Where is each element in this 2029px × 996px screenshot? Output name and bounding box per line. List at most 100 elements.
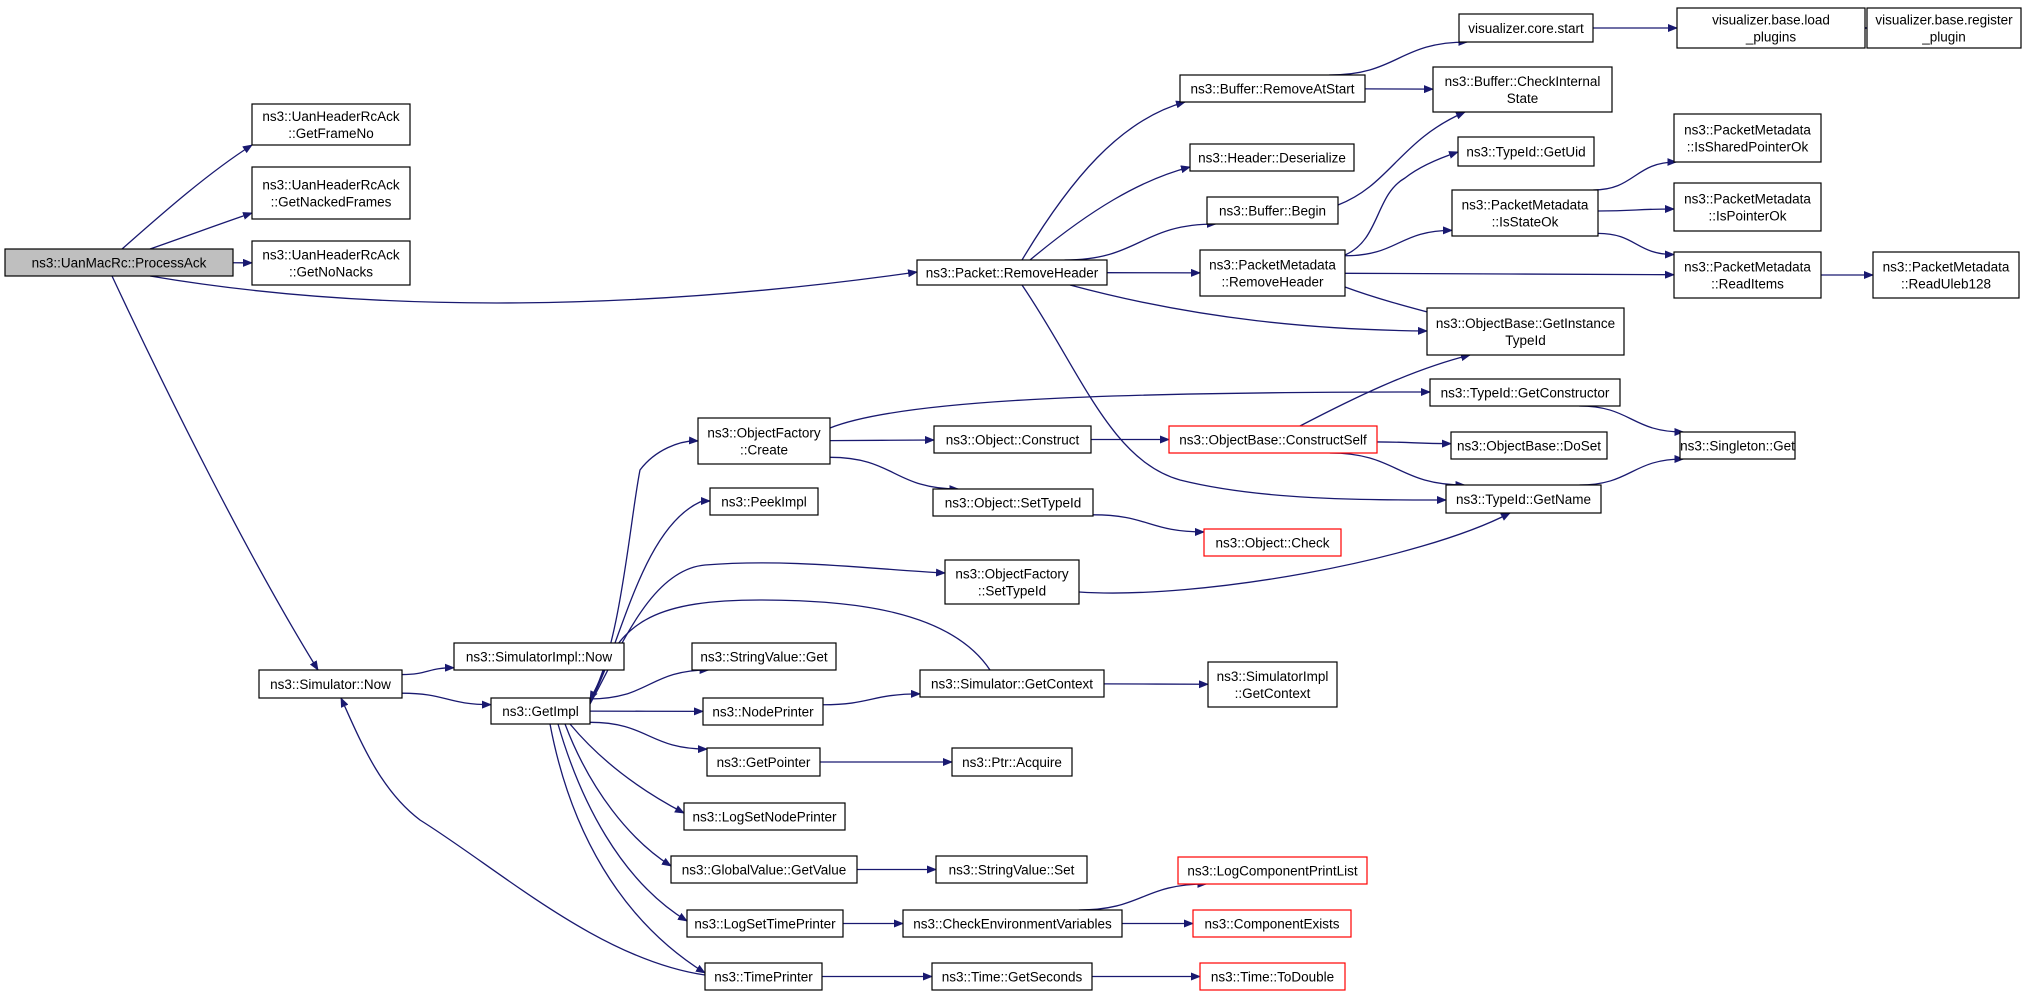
root-function-node[interactable]: ns3::UanMacRc::ProcessAck [4, 248, 234, 277]
node-label: ns3::TimePrinter [714, 970, 813, 985]
function-node[interactable]: ns3::ObjectBase::ConstructSelf [1168, 425, 1378, 454]
function-node[interactable]: ns3::TypeId::GetConstructor [1429, 378, 1621, 407]
function-node[interactable]: ns3::TypeId::GetUid [1457, 136, 1595, 167]
node-box [258, 669, 403, 699]
function-node[interactable]: ns3::Time::ToDouble [1199, 962, 1346, 991]
function-node[interactable]: ns3::NodePrinter [702, 697, 824, 726]
node-box [1673, 113, 1822, 163]
call-edge [1337, 111, 1466, 206]
function-node[interactable]: ns3::UanHeaderRcAck::GetNoNacks [251, 240, 411, 286]
call-edge [569, 723, 685, 814]
function-node[interactable]: ns3::SimulatorImpl::GetContext [1207, 661, 1338, 708]
node-box [251, 240, 411, 286]
function-node[interactable]: ns3::LogSetTimePrinter [686, 909, 844, 938]
function-node[interactable]: ns3::LogComponentPrintList [1177, 856, 1368, 885]
function-node[interactable]: ns3::PeekImpl [709, 487, 819, 516]
node-label: visualizer.base.load [1712, 13, 1830, 28]
function-node[interactable]: ns3::StringValue::Set [935, 855, 1088, 884]
function-node[interactable]: ns3::PacketMetadata::IsPointerOk [1673, 182, 1822, 232]
function-node[interactable]: ns3::SimulatorImpl::Now [453, 642, 625, 671]
node-label: ns3::Ptr::Acquire [962, 755, 1062, 770]
function-node[interactable]: ns3::StringValue::Get [691, 642, 837, 671]
function-node[interactable]: ns3::Time::GetSeconds [931, 962, 1093, 991]
call-edge [1092, 514, 1205, 536]
node-label: ns3::Object::Check [1215, 536, 1329, 551]
function-node[interactable]: ns3::Simulator::Now [258, 669, 403, 699]
node-label: ns3::TypeId::GetConstructor [1441, 386, 1610, 401]
node-label: ns3::Object::Construct [946, 433, 1080, 448]
call-edge [589, 562, 946, 705]
node-box [1203, 528, 1342, 557]
function-node[interactable]: ns3::Singleton::Get [1679, 431, 1796, 460]
node-box [1426, 307, 1625, 356]
node-label: ns3::Header::Deserialize [1198, 151, 1346, 166]
function-node[interactable]: ns3::LogSetNodePrinter [683, 802, 846, 831]
call-edge [340, 697, 706, 976]
function-node[interactable]: ns3::ComponentExists [1192, 909, 1352, 938]
function-node[interactable]: ns3::ObjectFactory::SetTypeId [944, 559, 1080, 605]
node-box [1429, 378, 1621, 407]
node-box [686, 909, 844, 938]
function-node[interactable]: ns3::PacketMetadata::RemoveHeader [1199, 249, 1346, 297]
function-node[interactable]: ns3::Object::Check [1203, 528, 1342, 557]
node-label: ns3::UanHeaderRcAck [262, 178, 400, 193]
node-label: ::ReadItems [1711, 277, 1784, 292]
function-node[interactable]: ns3::PacketMetadata::IsSharedPointerOk [1673, 113, 1822, 163]
node-box [1177, 856, 1368, 885]
function-node[interactable]: ns3::TimePrinter [704, 962, 823, 991]
node-label: ::GetNackedFrames [271, 195, 392, 210]
call-edge [1021, 284, 1447, 504]
node-label: ns3::ObjectBase::GetInstance [1436, 316, 1615, 331]
function-node[interactable]: visualizer.core.start [1458, 13, 1594, 43]
call-edge [401, 692, 492, 709]
function-node[interactable]: ns3::Object::SetTypeId [932, 488, 1094, 517]
call-edge [589, 599, 991, 701]
node-box [1206, 196, 1339, 225]
function-node[interactable]: ns3::CheckEnvironmentVariables [902, 909, 1123, 938]
function-node[interactable]: ns3::ObjectFactory::Create [697, 417, 831, 465]
node-label: ns3::GetImpl [502, 704, 579, 719]
function-node[interactable]: ns3::PacketMetadata::IsStateOk [1451, 189, 1599, 237]
node-label: _plugin [1921, 30, 1966, 45]
node-label: ns3::Buffer::CheckInternal [1445, 74, 1601, 89]
function-node[interactable]: ns3::TypeId::GetName [1445, 484, 1602, 514]
node-label: ns3::PacketMetadata [1684, 123, 1811, 138]
function-node[interactable]: ns3::Object::Construct [933, 425, 1092, 454]
call-edge [829, 388, 1431, 429]
node-label: ns3::Time::ToDouble [1211, 970, 1334, 985]
function-node[interactable]: ns3::Ptr::Acquire [951, 747, 1073, 777]
function-node[interactable]: visualizer.base.register _plugin [1866, 7, 2022, 49]
call-edge [1579, 455, 1685, 486]
node-box [1192, 909, 1352, 938]
node-box [1432, 66, 1613, 113]
node-box [944, 559, 1080, 605]
function-node[interactable]: ns3::PacketMetadata::ReadUleb128 [1872, 251, 2020, 299]
function-node[interactable]: ns3::GetPointer [706, 747, 821, 777]
function-node[interactable]: ns3::Simulator::GetContext [919, 669, 1105, 698]
call-edge [1579, 405, 1685, 436]
function-node[interactable]: ns3::PacketMetadata::ReadItems [1673, 251, 1822, 299]
function-node[interactable]: ns3::Buffer::Begin [1206, 196, 1339, 225]
function-node[interactable]: ns3::UanHeaderRcAck::GetFrameNo [251, 103, 411, 146]
node-box [691, 642, 837, 671]
node-box [704, 962, 823, 991]
function-node[interactable]: ns3::Packet::RemoveHeader [916, 259, 1108, 286]
node-label: ns3::Singleton::Get [1680, 439, 1795, 454]
call-edge [1078, 512, 1511, 594]
function-node[interactable]: ns3::GetImpl [490, 697, 591, 725]
function-node[interactable]: ns3::Buffer::RemoveAtStart [1179, 74, 1366, 103]
function-node[interactable]: ns3::UanHeaderRcAck::GetNackedFrames [251, 166, 411, 220]
node-label: ::GetContext [1235, 686, 1311, 701]
node-label: ns3::PacketMetadata [1883, 260, 2010, 275]
node-label: visualizer.base.register [1875, 13, 2013, 28]
node-label: ns3::PacketMetadata [1684, 192, 1811, 207]
function-node[interactable]: ns3::GlobalValue::GetValue [670, 855, 858, 884]
node-label: ns3::LogComponentPrintList [1187, 864, 1358, 879]
function-node[interactable]: ns3::Header::Deserialize [1189, 143, 1355, 172]
function-node[interactable]: visualizer.base.load_plugins [1676, 7, 1866, 49]
call-edge [589, 666, 710, 700]
function-node[interactable]: ns3::ObjectBase::DoSet [1450, 431, 1608, 460]
